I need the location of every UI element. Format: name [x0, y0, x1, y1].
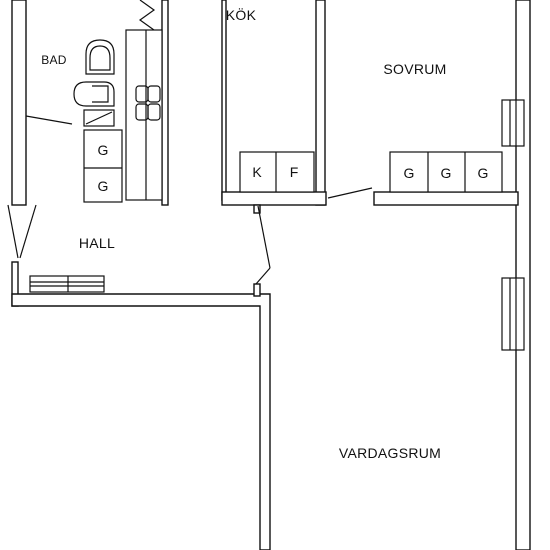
room-label-kitchen: KÖK — [226, 6, 257, 23]
radiator-icon — [29, 275, 105, 293]
room-label-bath: BAD — [41, 53, 67, 67]
door-entrance-a — [7, 204, 19, 259]
window-bedroom — [501, 99, 525, 147]
wall-bath-right — [161, 0, 169, 206]
room-label-hall: HALL — [79, 235, 115, 251]
bath-wardrobe-column — [83, 129, 123, 203]
wardrobe-label-bedroom-2: G — [441, 165, 452, 181]
window-living-room — [501, 277, 525, 351]
wall-hall-bottom — [11, 293, 271, 550]
floor-drain-icon — [83, 109, 115, 127]
door-kitchen — [257, 205, 271, 269]
wardrobe-label-bath-1: G — [98, 142, 109, 158]
wall-kitchen-left — [221, 0, 227, 201]
bedroom-wardrobe-row — [389, 151, 503, 193]
toilet-icon — [73, 81, 115, 107]
kitchen-appliance-row — [239, 151, 315, 193]
wardrobe-label-bedroom-3: G — [478, 165, 489, 181]
stove-icon — [135, 85, 161, 121]
room-label-bedroom: SOVRUM — [383, 61, 446, 77]
door-living-room — [255, 267, 271, 285]
wardrobe-label-bedroom-1: G — [404, 165, 415, 181]
wall-hall-partition — [253, 204, 261, 214]
room-label-living-room: VARDAGSRUM — [339, 445, 441, 461]
wall-right-outer — [515, 0, 531, 550]
wall-hall-partition-low — [253, 283, 261, 297]
door-bedroom — [327, 187, 373, 199]
appliance-label-f: F — [290, 164, 299, 180]
wardrobe-label-bath-2: G — [98, 178, 109, 194]
wall-bedroom-bottom — [373, 191, 519, 206]
wall-left-upper — [11, 0, 27, 206]
wall-kitchen-right — [315, 0, 326, 206]
kitchen-counter — [125, 0, 163, 201]
appliance-label-k: K — [252, 164, 262, 180]
wall-kitchen-bottom — [221, 191, 327, 206]
door-bath — [25, 115, 73, 125]
door-entrance-b — [19, 204, 37, 259]
washbasin-icon — [85, 39, 115, 75]
